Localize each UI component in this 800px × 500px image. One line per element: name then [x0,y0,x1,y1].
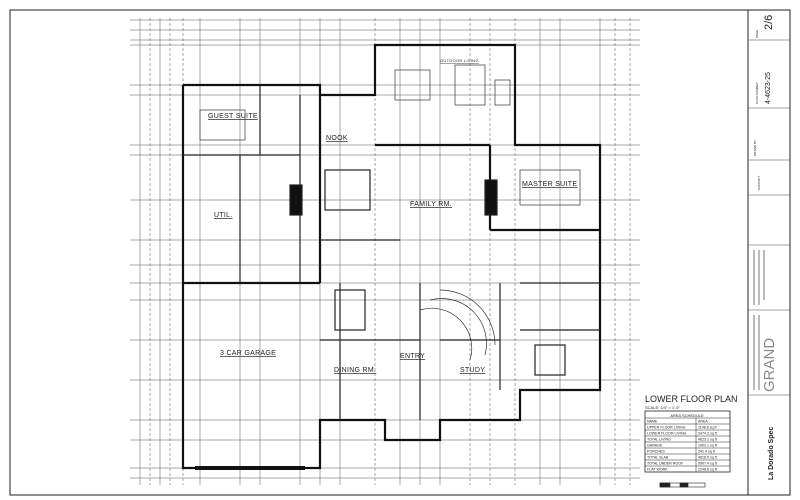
schedule-name: PORCHES [647,450,665,454]
schedule-area: 1003.1 sq ft [698,444,717,448]
area-schedule: LOWER FLOOR PLAN SCALE: 1/4" = 1'-0" ARE… [644,394,738,473]
schedule-area: 4623.1 sq ft [698,438,717,442]
room-label-dining: DINING RM. [334,367,376,374]
plan-number: 4-4623-25 [765,72,772,104]
schedule-area: 2248.8 sq ft [698,468,717,472]
drawn-by-label: DRAWN BY: [753,139,757,156]
notes-text-block [753,250,765,390]
exterior-walls [181,43,602,470]
room-label-guest-suite: GUEST SUITE [208,113,258,120]
scale-bar [659,482,706,488]
sheet-label: PAGE [755,30,759,38]
plan-number-label: PLAN NUMBER [755,81,759,104]
interior-walls [183,85,600,420]
schedule-area: 4818.5 sq ft [698,456,717,460]
plan-scale: SCALE: 1/4" = 1'-0" [645,405,680,410]
schedule-name: TOTAL LIVING [647,438,671,442]
title-block: 2/6 PAGE PLAN NUMBER 4-4623-25 DRAWN BY:… [9,9,791,496]
room-label-nook: NOOK [326,135,348,142]
schedule-name: LOWER FLOOR LIVING [647,432,687,436]
room-label-util: UTIL. [214,212,233,219]
room-label-master: MASTER SUITE [522,181,577,188]
schedule-name: TOTAL SLAB [647,456,669,460]
schedule-area: 5967.4 sq ft [698,462,717,466]
dimension-lines [130,18,640,485]
sheet-number: 2/6 [763,15,775,30]
room-label-entry: ENTRY [400,353,425,360]
grand-logo: GRAND [761,338,778,392]
schedule-name: TOTAL UNDER ROOF [647,462,684,466]
schedule-name: NAME [647,420,658,424]
schedule-name: GARAGE [647,444,663,448]
room-label-garage: 3 CAR GARAGE [220,350,276,357]
curved-stair [419,289,496,361]
schedule-name: FLAT WORK [647,468,668,472]
room-label-study: STUDY [460,367,485,374]
plan-title: LOWER FLOOR PLAN [645,394,738,404]
project-name: La Dorado Spec [768,427,775,480]
schedule-area: 341.4 sq ft [698,450,715,454]
room-label-outdoor: OUTDOOR LIVING [440,58,479,63]
room-label-family: FAMILY RM. [410,201,452,208]
outdoor-furniture [199,64,581,206]
contact-label: CONTACT [757,176,761,190]
schedule-area: 3474.3 sq ft [698,432,717,436]
schedule-name: UPPER FLOOR LIVING [647,426,686,430]
schedule-area: 1148.8 sq ft [698,426,717,430]
schedule-title: AREA SCHEDULE [670,413,704,418]
schedule-area: AREA [698,420,708,424]
